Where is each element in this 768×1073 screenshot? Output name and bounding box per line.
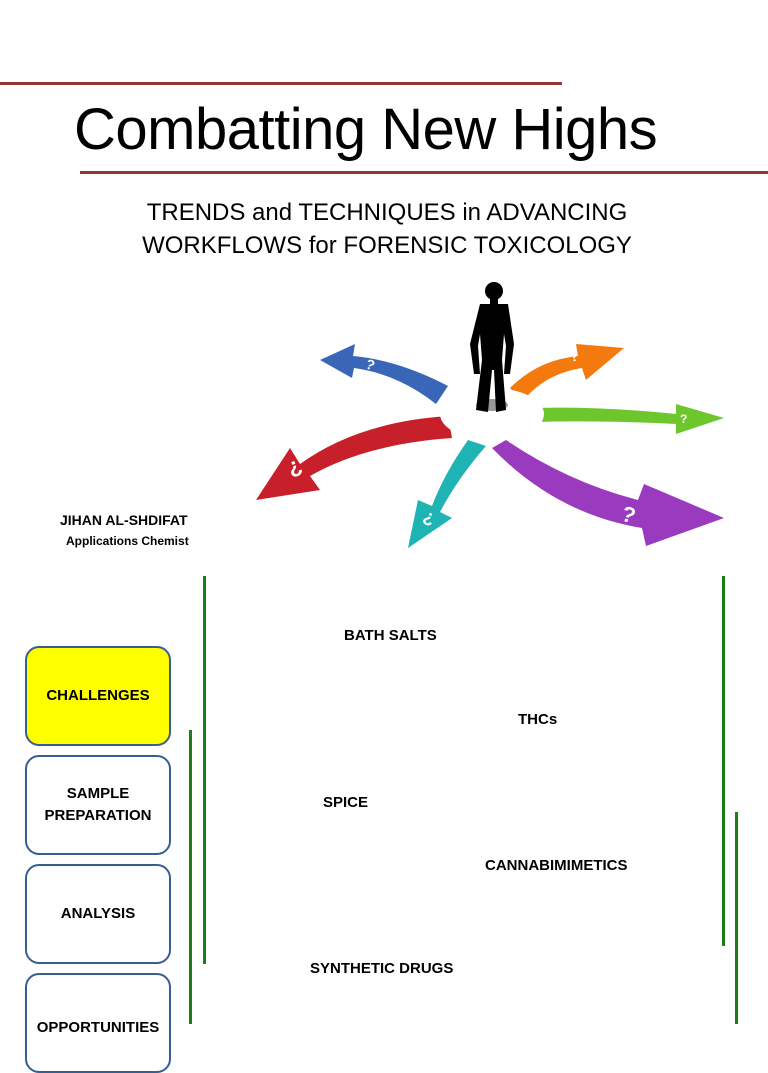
nav-opportunities-button[interactable]: OPPORTUNITIES [25,973,171,1073]
arrow-green: ? [534,404,724,434]
arrow-blue: ? [320,344,448,404]
title-rule-top [0,82,562,85]
topic-cannabimimetics: CANNABIMIMETICS [485,857,628,874]
divider-line [735,812,738,1024]
nav-analysis-button[interactable]: ANALYSIS [25,864,171,964]
arrow-purple: ? [492,440,724,546]
author-name: JIHAN AL-SHDIFAT [60,512,188,528]
crossroads-arrows-illustration: ? ? ? ¿ ¿ ? [256,282,724,548]
subtitle-line-1: TRENDS and TECHNIQUES in ADVANCING [146,199,628,226]
page-title: Combatting New Highs [74,97,658,162]
nav-analysis-label: ANALYSIS [60,905,136,922]
topic-synthetic-drugs: SYNTHETIC DRUGS [310,960,454,977]
topic-thcs: THCs [518,711,558,728]
title-rule-bottom [80,171,768,174]
standing-person-silhouette [470,282,514,412]
author-role: Applications Chemist [66,534,189,548]
topic-spice: SPICE [323,794,369,811]
page-subtitle: TRENDS and TECHNIQUES in ADVANCING WORKF… [0,196,768,262]
nav-challenges-button[interactable]: CHALLENGES [25,646,171,746]
arrow-green-glyph: ? [680,412,687,426]
arrow-orange-glyph: ? [568,347,580,364]
topic-bath-salts: BATH SALTS [344,627,437,644]
divider-line [722,576,725,946]
hub-circle [440,388,544,440]
divider-line [189,730,192,1024]
nav-opportunities-label: OPPORTUNITIES [36,1019,160,1036]
nav-challenges-label: CHALLENGES [46,687,150,704]
arrow-teal: ¿ [408,440,486,548]
subtitle-line-2: WORKFLOWS for FORENSIC TOXICOLOGY [142,232,632,259]
arrow-red: ¿ [256,416,452,500]
divider-line [203,576,206,964]
arrow-orange: ? [510,344,624,402]
